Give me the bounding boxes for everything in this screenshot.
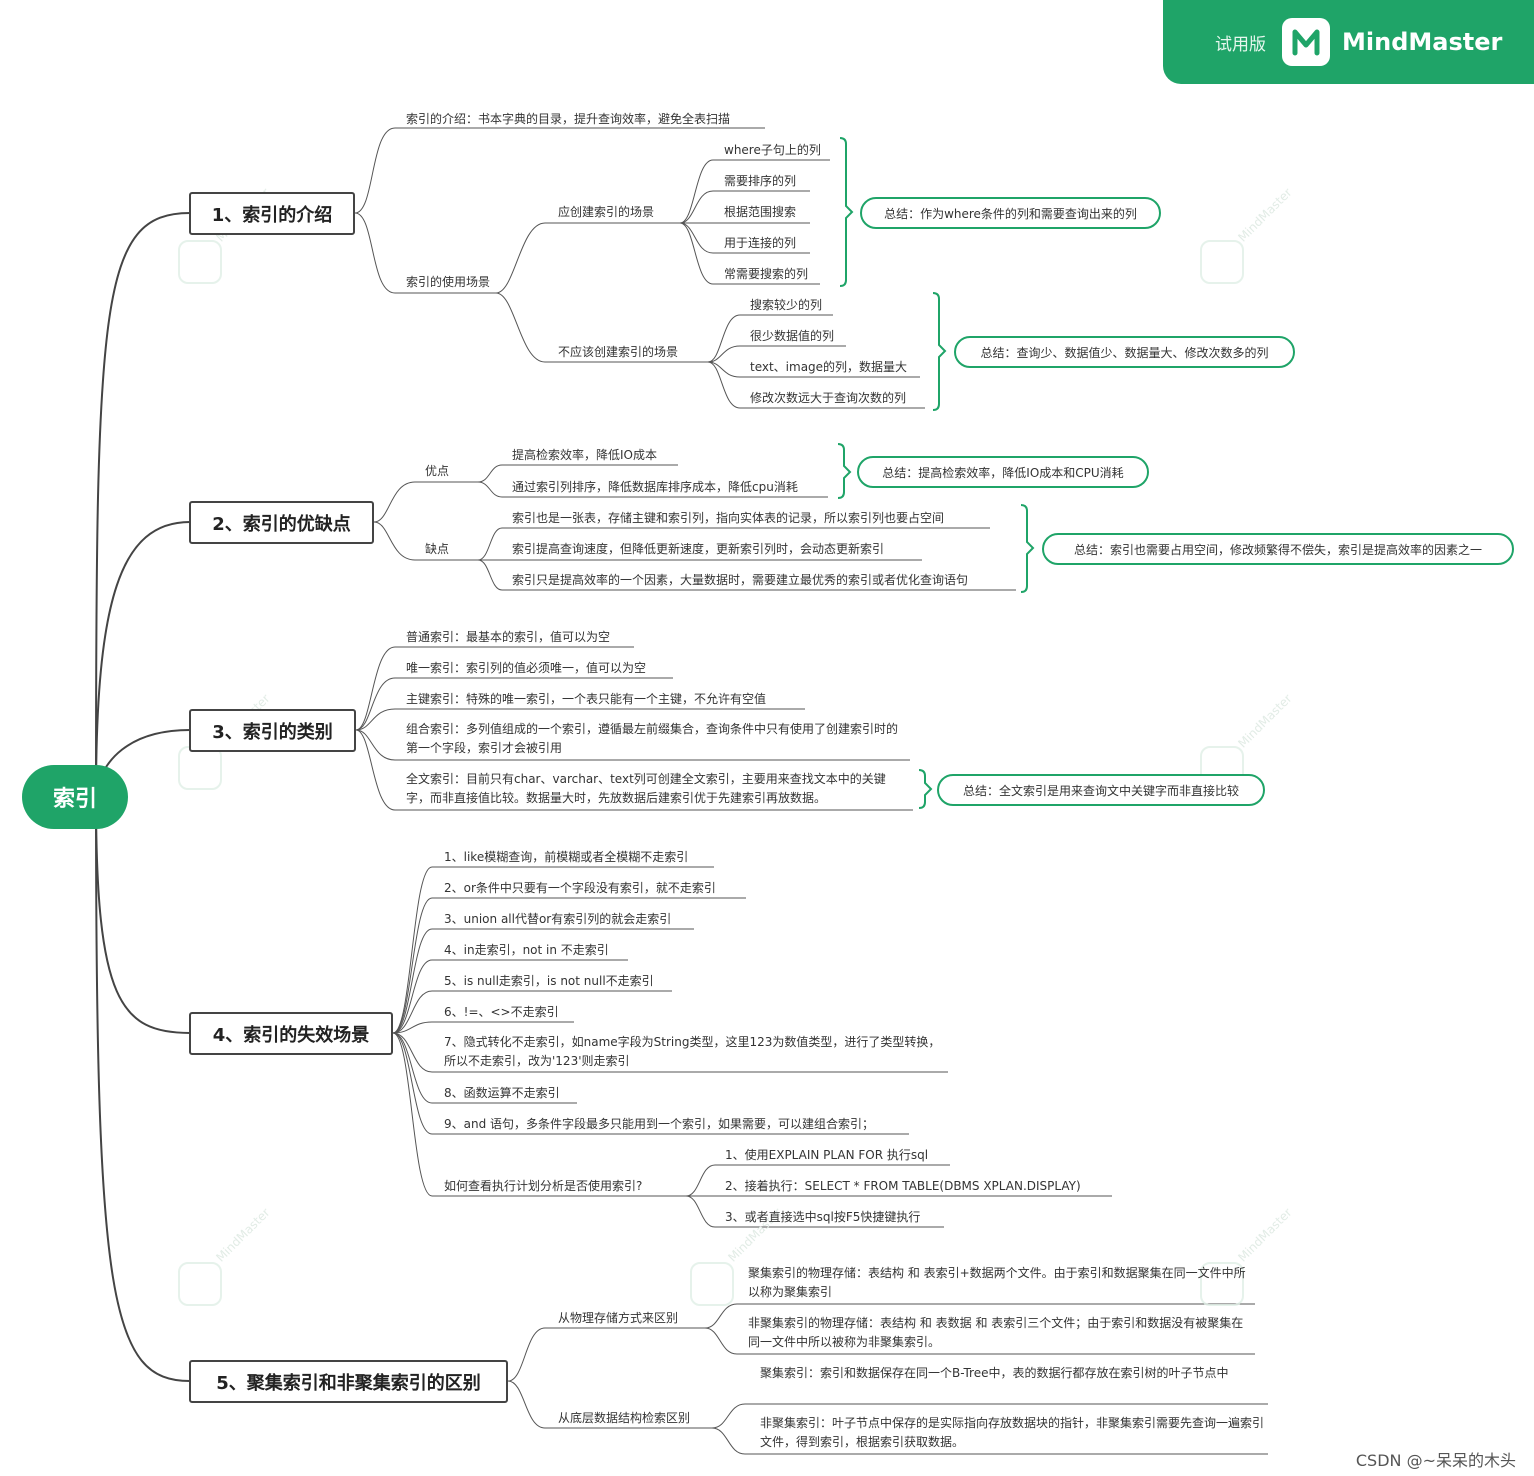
summary-should-not-create[interactable]: 总结：查询少、数据值少、数据量大、修改次数多的列 bbox=[954, 336, 1295, 368]
list-item[interactable]: 4、in走索引，not in 不走索引 bbox=[444, 943, 609, 957]
root-link-2 bbox=[95, 521, 191, 798]
list-item[interactable]: 索引只是提高效率的一个因素，大量数据时，需要建立最优秀的索引或者优化查询语句 bbox=[512, 573, 969, 587]
summary-fulltext[interactable]: 总结：全文索引是用来查询文中关键字而非直接比较 bbox=[937, 774, 1265, 806]
list-item[interactable]: 8、函数运算不走索引 bbox=[444, 1086, 560, 1100]
list-item[interactable]: 主键索引：特殊的唯一索引，一个表只能有一个主键，不允许有空值 bbox=[406, 692, 767, 706]
subtopic-intro[interactable]: 索引的介绍：书本字典的目录，提升查询效率，避免全表扫描 bbox=[406, 112, 731, 126]
subtopic-should-create[interactable]: 应创建索引的场景 bbox=[558, 205, 655, 219]
mindmaster-logo-icon bbox=[1282, 18, 1330, 66]
list-item[interactable]: 2、接着执行：SELECT * FROM TABLE(DBMS XPLAN.DI… bbox=[725, 1179, 1081, 1193]
list-item[interactable]: 普通索引：最基本的索引，值可以为空 bbox=[406, 630, 611, 644]
list-item[interactable]: 索引提高查询速度，但降低更新速度，更新索引列时，会动态更新索引 bbox=[512, 542, 885, 556]
list-item[interactable]: 9、and 语句，多条件字段最多只能用到一个索引，如果需要，可以建组合索引； bbox=[444, 1117, 875, 1131]
root-link-1 bbox=[95, 212, 191, 798]
list-item[interactable]: 3、union all代替or有索引列的就会走索引 bbox=[444, 912, 672, 926]
root-topic[interactable]: 索引 bbox=[22, 765, 128, 829]
trial-label: 试用版 bbox=[1215, 34, 1266, 55]
subtopic-cons[interactable]: 缺点 bbox=[425, 542, 450, 556]
topic-pros-cons[interactable]: 2、索引的优缺点 bbox=[189, 501, 374, 544]
watermark-logo-icon bbox=[178, 240, 222, 284]
list-item[interactable]: 6、!=、<>不走索引 bbox=[444, 1005, 559, 1019]
list-item[interactable]: 常需要搜索的列 bbox=[724, 267, 809, 281]
list-item[interactable]: 1、使用EXPLAIN PLAN FOR 执行sql bbox=[725, 1148, 929, 1162]
brace-b1-should bbox=[839, 137, 854, 287]
list-item[interactable]: 很少数据值的列 bbox=[750, 329, 835, 343]
subtopic-usage[interactable]: 索引的使用场景 bbox=[406, 275, 491, 289]
list-item[interactable]: 搜索较少的列 bbox=[750, 298, 823, 312]
list-item[interactable]: 1、like模糊查询，前模糊或者全模糊不走索引 bbox=[444, 850, 689, 864]
subtopic-explain-plan[interactable]: 如何查看执行计划分析是否使用索引? bbox=[444, 1179, 643, 1193]
root-link-4 bbox=[95, 796, 191, 1034]
list-item[interactable]: 非聚集索引：叶子节点中保存的是实际指向存放数据块的指针，非聚集索引需要先查询一遍… bbox=[760, 1416, 1265, 1449]
list-item[interactable]: 需要排序的列 bbox=[724, 174, 797, 188]
list-item[interactable]: 提高检索效率，降低IO成本 bbox=[512, 448, 657, 462]
watermark-logo-icon bbox=[178, 1262, 222, 1306]
brace-b3 bbox=[918, 769, 933, 809]
summary-pros[interactable]: 总结：提高检索效率，降低IO成本和CPU消耗 bbox=[857, 456, 1149, 488]
watermark-logo-icon bbox=[1200, 1262, 1244, 1306]
list-item[interactable]: 根据范围搜索 bbox=[724, 205, 797, 219]
author-credit: CSDN @~呆呆的木头 bbox=[1355, 1451, 1516, 1470]
list-item[interactable]: 5、is null走索引，is not null不走索引 bbox=[444, 974, 654, 988]
topic-index-intro[interactable]: 1、索引的介绍 bbox=[189, 192, 355, 235]
brace-b2-cons bbox=[1020, 504, 1035, 593]
topic-clustered-vs-nonclustered[interactable]: 5、聚集索引和非聚集索引的区别 bbox=[189, 1360, 508, 1403]
brace-b1-shouldnot bbox=[932, 292, 947, 411]
list-item[interactable]: 非聚集索引的物理存储：表结构 和 表数据 和 表索引三个文件；由于索引和数据没有… bbox=[748, 1316, 1244, 1349]
summary-should-create[interactable]: 总结：作为where条件的列和需要查询出来的列 bbox=[860, 197, 1161, 229]
list-item[interactable]: 聚集索引的物理存储：表结构 和 表索引+数据两个文件。由于索引和数据聚集在同一文… bbox=[748, 1266, 1246, 1299]
list-item[interactable]: 用于连接的列 bbox=[724, 236, 797, 250]
list-item[interactable]: where子句上的列 bbox=[724, 143, 821, 157]
brand-name: MindMaster bbox=[1342, 28, 1503, 56]
list-item[interactable]: 3、或者直接选中sql按F5快捷键执行 bbox=[725, 1210, 921, 1224]
root-link-5 bbox=[95, 796, 191, 1382]
subtopic-should-not-create[interactable]: 不应该创建索引的场景 bbox=[558, 345, 679, 359]
list-item[interactable]: 唯一索引：索引列的值必须唯一，值可以为空 bbox=[406, 661, 647, 675]
list-item[interactable]: 7、隐式转化不走索引，如name字段为String类型，这里123为数值类型，进… bbox=[444, 1035, 941, 1068]
list-item[interactable]: 索引也是一张表，存储主键和索引列，指向实体表的记录，所以索引列也要占空间 bbox=[512, 511, 945, 525]
subtopic-physical-storage[interactable]: 从物理存储方式来区别 bbox=[558, 1311, 679, 1325]
subtopic-pros[interactable]: 优点 bbox=[425, 464, 450, 478]
watermark-logo-icon bbox=[1200, 240, 1244, 284]
watermark-logo-icon bbox=[690, 1262, 734, 1306]
topic-index-failure[interactable]: 4、索引的失效场景 bbox=[189, 1012, 393, 1055]
list-item[interactable]: 通过索引列排序，降低数据库排序成本，降低cpu消耗 bbox=[512, 480, 798, 494]
list-item[interactable]: 2、or条件中只要有一个字段没有索引，就不走索引 bbox=[444, 881, 716, 895]
list-item[interactable]: 修改次数远大于查询次数的列 bbox=[750, 391, 907, 405]
watermark-logo-icon bbox=[178, 746, 222, 790]
list-item[interactable]: 聚集索引：索引和数据保存在同一个B-Tree中，表的数据行都存放在索引树的叶子节… bbox=[760, 1366, 1229, 1380]
subtopic-data-structure[interactable]: 从底层数据结构检索区别 bbox=[558, 1411, 691, 1425]
list-item[interactable]: 组合索引：多列值组成的一个索引，遵循最左前缀集合，查询条件中只有使用了创建索引时… bbox=[406, 722, 899, 755]
summary-cons[interactable]: 总结：索引也需要占用空间，修改频繁得不偿失，索引是提高效率的因素之一 bbox=[1042, 533, 1514, 565]
list-item[interactable]: text、image的列，数据量大 bbox=[750, 360, 908, 374]
mindmaster-banner[interactable]: 试用版 MindMaster bbox=[1163, 0, 1534, 84]
list-item[interactable]: 全文索引：目前只有char、varchar、text列可创建全文索引，主要用来查… bbox=[406, 772, 886, 805]
brace-b2-pros bbox=[837, 443, 852, 499]
topic-index-types[interactable]: 3、索引的类别 bbox=[189, 709, 356, 752]
